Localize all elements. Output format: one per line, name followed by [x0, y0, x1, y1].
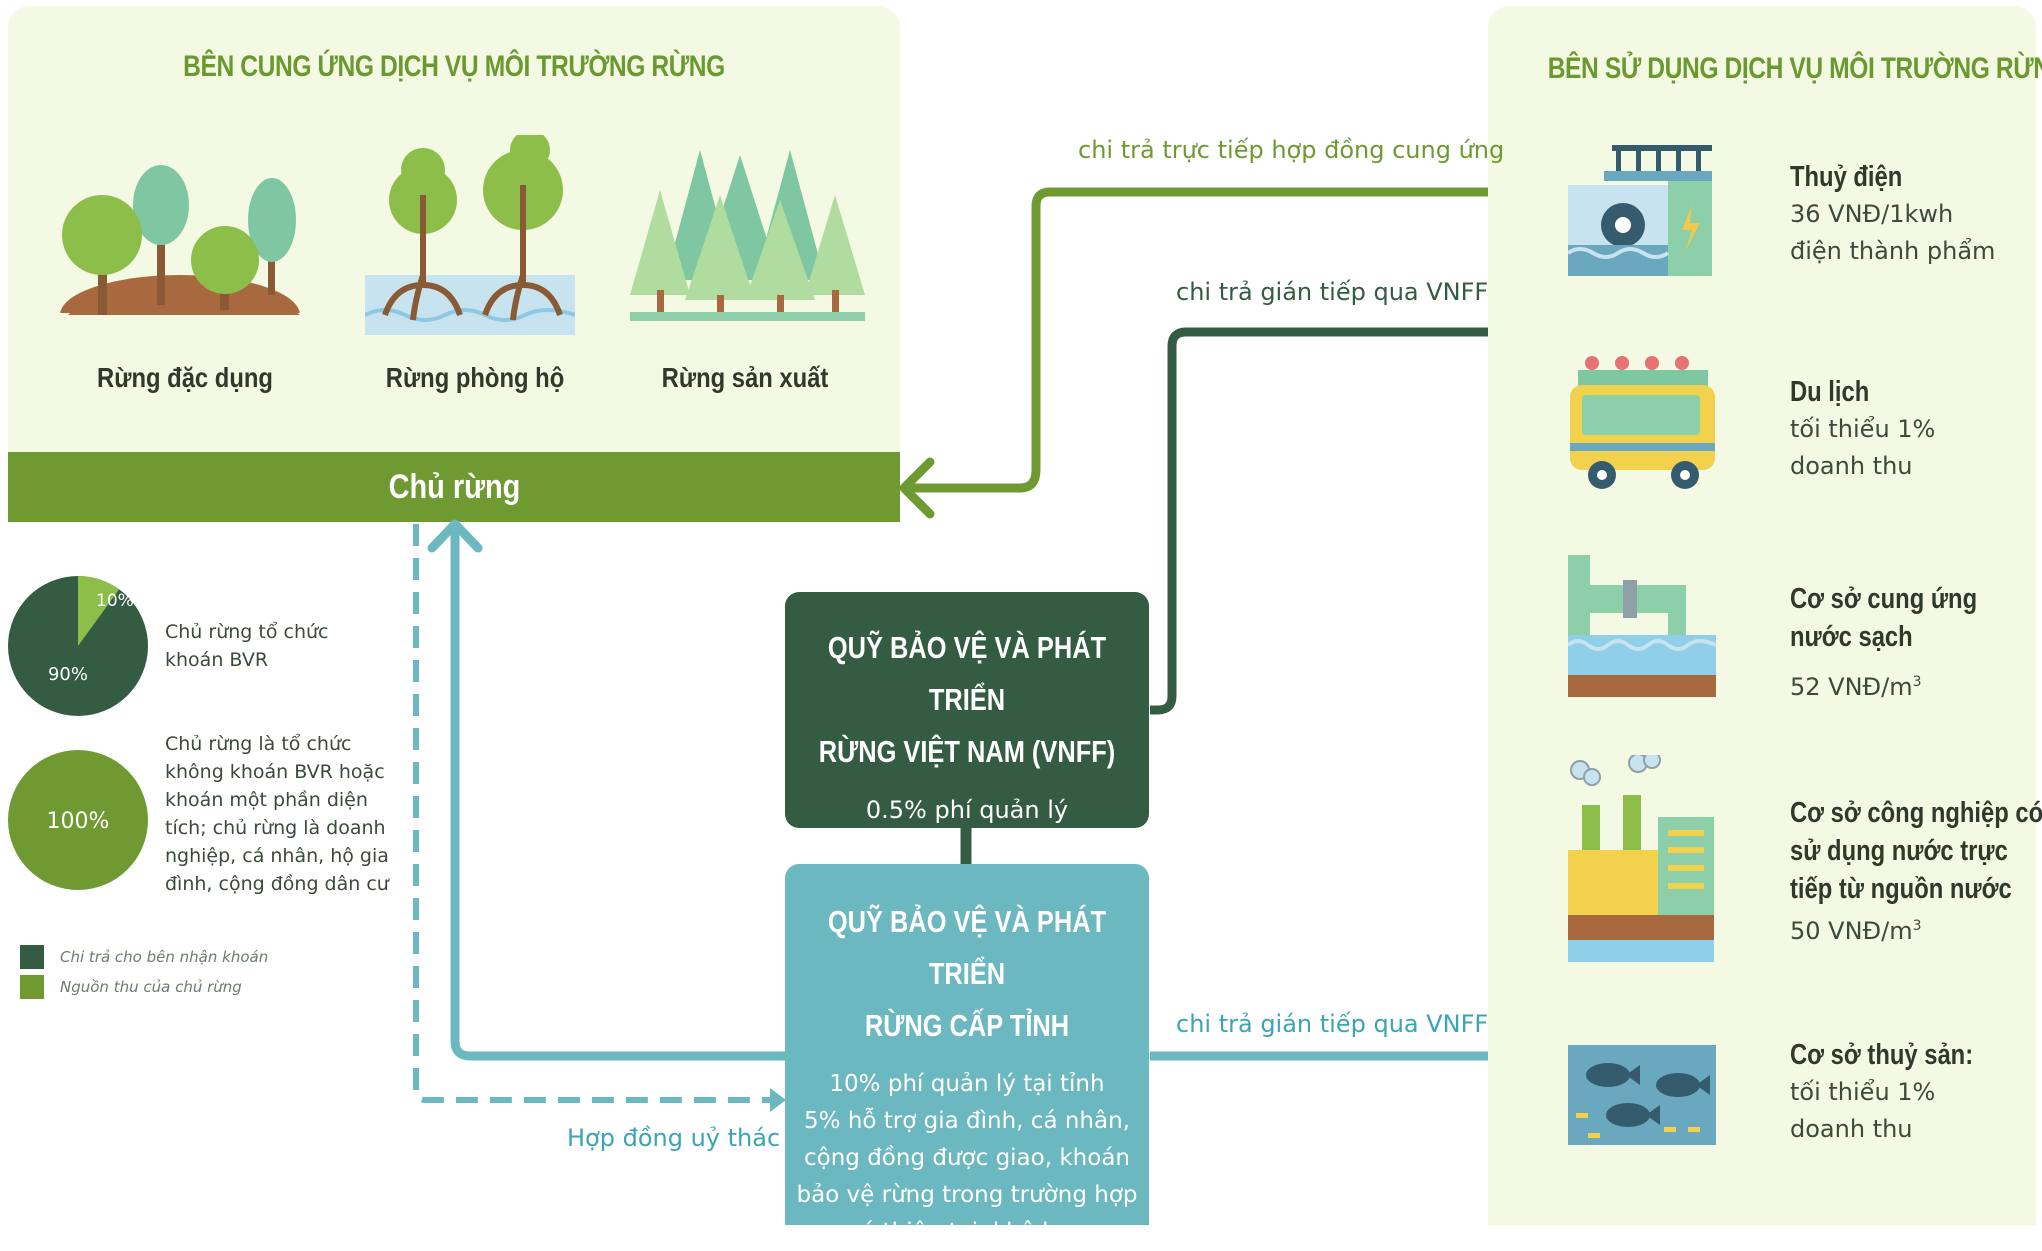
vnff-fee: 0.5% phí quản lý	[865, 796, 1069, 824]
user-value: 36 VNĐ/1kwh	[1790, 200, 1954, 228]
pie1-label-10: 10%	[96, 591, 134, 611]
pie2-slice-100	[8, 750, 148, 890]
user-aquaculture: Cơ sở thuỷ sản: tối thiểu 1% doanh thu	[1790, 1036, 2013, 1148]
user-name: nước sạch	[1790, 621, 1913, 653]
industry-icon	[1568, 755, 1714, 962]
indirect-vnff-label: chi trả gián tiếp qua VNFF	[1176, 278, 1489, 306]
user-name: Du lịch	[1790, 376, 1870, 408]
user-industry: Cơ sở công nghiệp có sử dụng nước trực t…	[1790, 794, 2042, 950]
user-name: sử dụng nước trực	[1790, 835, 2008, 867]
user-name: Thuỷ điện	[1790, 161, 1903, 193]
pie2-desc-line: khoán một phần diện	[165, 789, 368, 811]
water-supply-icon	[1568, 555, 1717, 697]
provincial-fund-box: QUỸ BẢO VỆ VÀ PHÁT TRIỂN RỪNG CẤP TỈNH 1…	[785, 864, 1149, 1245]
user-value: điện thành phẩm	[1790, 237, 1996, 265]
user-value: doanh thu	[1790, 1115, 1913, 1143]
user-value: 52 VNĐ/m	[1790, 673, 1913, 701]
trust-contract-line	[413, 524, 770, 1103]
provincial-desc-3: cộng đồng được giao, khoán	[804, 1145, 1130, 1171]
aquaculture-icon	[1568, 1045, 1716, 1145]
provincial-desc-4: bảo vệ rừng trong trường hợp	[796, 1182, 1138, 1208]
provincial-to-owner-line	[450, 528, 785, 1061]
user-value: tối thiểu 1%	[1790, 1078, 1936, 1106]
direct-payment-arrow	[899, 457, 935, 519]
forest-label-production: Rừng sản xuất	[661, 362, 829, 393]
user-name: Cơ sở công nghiệp có	[1790, 797, 2042, 829]
forest-label-special: Rừng đặc dụng	[97, 362, 273, 393]
unit-superscript: 3	[1912, 918, 1922, 934]
user-name: Cơ sở cung ứng	[1790, 583, 1978, 615]
legend-label-green: Nguồn thu của chủ rừng	[60, 978, 242, 996]
provincial-title-1: QUỸ BẢO VỆ VÀ PHÁT TRIỂN	[827, 904, 1107, 991]
pie-chart-2: 100%	[8, 750, 148, 890]
special-use-forest-icon	[60, 165, 310, 335]
user-name: tiếp từ nguồn nước	[1790, 873, 2012, 905]
user-water-supply: Cơ sở cung ứng nước sạch 52 VNĐ/m3	[1790, 580, 2018, 706]
protection-forest-icon	[365, 135, 575, 335]
pie1-label-90: 90%	[48, 664, 88, 685]
pie1-desc-line: Chủ rừng tổ chức	[165, 621, 329, 643]
pie2-desc-line: tích; chủ rừng là doanh	[165, 817, 386, 839]
pie2-desc-line: không khoán BVR hoặc	[165, 761, 385, 783]
provincial-to-owner-arrow	[427, 519, 483, 553]
hydropower-icon	[1568, 145, 1712, 276]
user-name: Cơ sở thuỷ sản:	[1790, 1039, 1974, 1071]
forest-owner-bar: Chủ rừng	[8, 452, 900, 522]
trust-contract-arrow	[770, 1088, 786, 1112]
supply-title: BÊN CUNG ỨNG DỊCH VỤ MÔI TRƯỜNG RỪNG	[183, 50, 725, 83]
user-value: doanh thu	[1790, 452, 1913, 480]
vnff-title-2: RỪNG VIỆT NAM (VNFF)	[818, 734, 1116, 769]
provincial-desc-2: 5% hỗ trợ gia đình, cá nhân,	[804, 1108, 1130, 1134]
indirect-provincial-label: chi trả gián tiếp qua VNFF	[1176, 1010, 1489, 1038]
unit-superscript: 3	[1912, 674, 1922, 690]
pie2-description: Chủ rừng là tổ chức không khoán BVR hoặc…	[165, 730, 389, 898]
vnff-box: QUỸ BẢO VỆ VÀ PHÁT TRIỂN RỪNG VIỆT NAM (…	[785, 592, 1149, 828]
user-value: tối thiểu 1%	[1790, 415, 1936, 443]
direct-payment-label: chi trả trực tiếp hợp đồng cung ứng	[1078, 136, 1505, 164]
pie1-slice-10	[78, 576, 120, 646]
forest-label-protection: Rừng phòng hộ	[385, 362, 565, 393]
tourism-bus-icon	[1570, 356, 1715, 489]
pie2-desc-line: nghiệp, cá nhân, hộ gia	[165, 845, 389, 867]
pie1-description: Chủ rừng tổ chức khoán BVR	[165, 618, 328, 674]
user-tourism: Du lịch tối thiểu 1% doanh thu	[1790, 373, 1935, 485]
production-forest-icon	[630, 150, 865, 321]
provincial-title-2: RỪNG CẤP TỈNH	[864, 1008, 1070, 1043]
users-title: BÊN SỬ DỤNG DỊCH VỤ MÔI TRƯỜNG RỪNG	[1547, 52, 2042, 85]
legend-swatch-green	[20, 975, 44, 999]
pie-chart-1: 10% 90%	[8, 576, 148, 716]
provincial-desc-1: 10% phí quản lý tại tỉnh	[829, 1071, 1105, 1097]
vnff-title-1: QUỸ BẢO VỆ VÀ PHÁT TRIỂN	[827, 630, 1107, 717]
legend-label-dark: Chi trả cho bên nhận khoán	[60, 948, 269, 966]
indirect-vnff-line	[1150, 327, 1488, 715]
direct-payment-line	[905, 187, 1488, 493]
pie2-label: 100%	[47, 809, 110, 834]
pie2-desc-line: đình, cộng đồng dân cư	[165, 873, 389, 895]
pie2-desc-line: Chủ rừng là tổ chức	[165, 733, 352, 755]
user-hydropower: Thuỷ điện 36 VNĐ/1kwh điện thành phẩm	[1790, 158, 1995, 270]
legend-swatch-dark	[20, 945, 44, 969]
user-value: 50 VNĐ/m	[1790, 917, 1913, 945]
flow-connectors	[413, 187, 1488, 1112]
pie1-desc-line: khoán BVR	[165, 649, 269, 671]
trust-contract-label: Hợp đồng uỷ thác	[567, 1124, 781, 1152]
provincial-desc-5: có thiên tai, khô hạn	[848, 1219, 1086, 1245]
